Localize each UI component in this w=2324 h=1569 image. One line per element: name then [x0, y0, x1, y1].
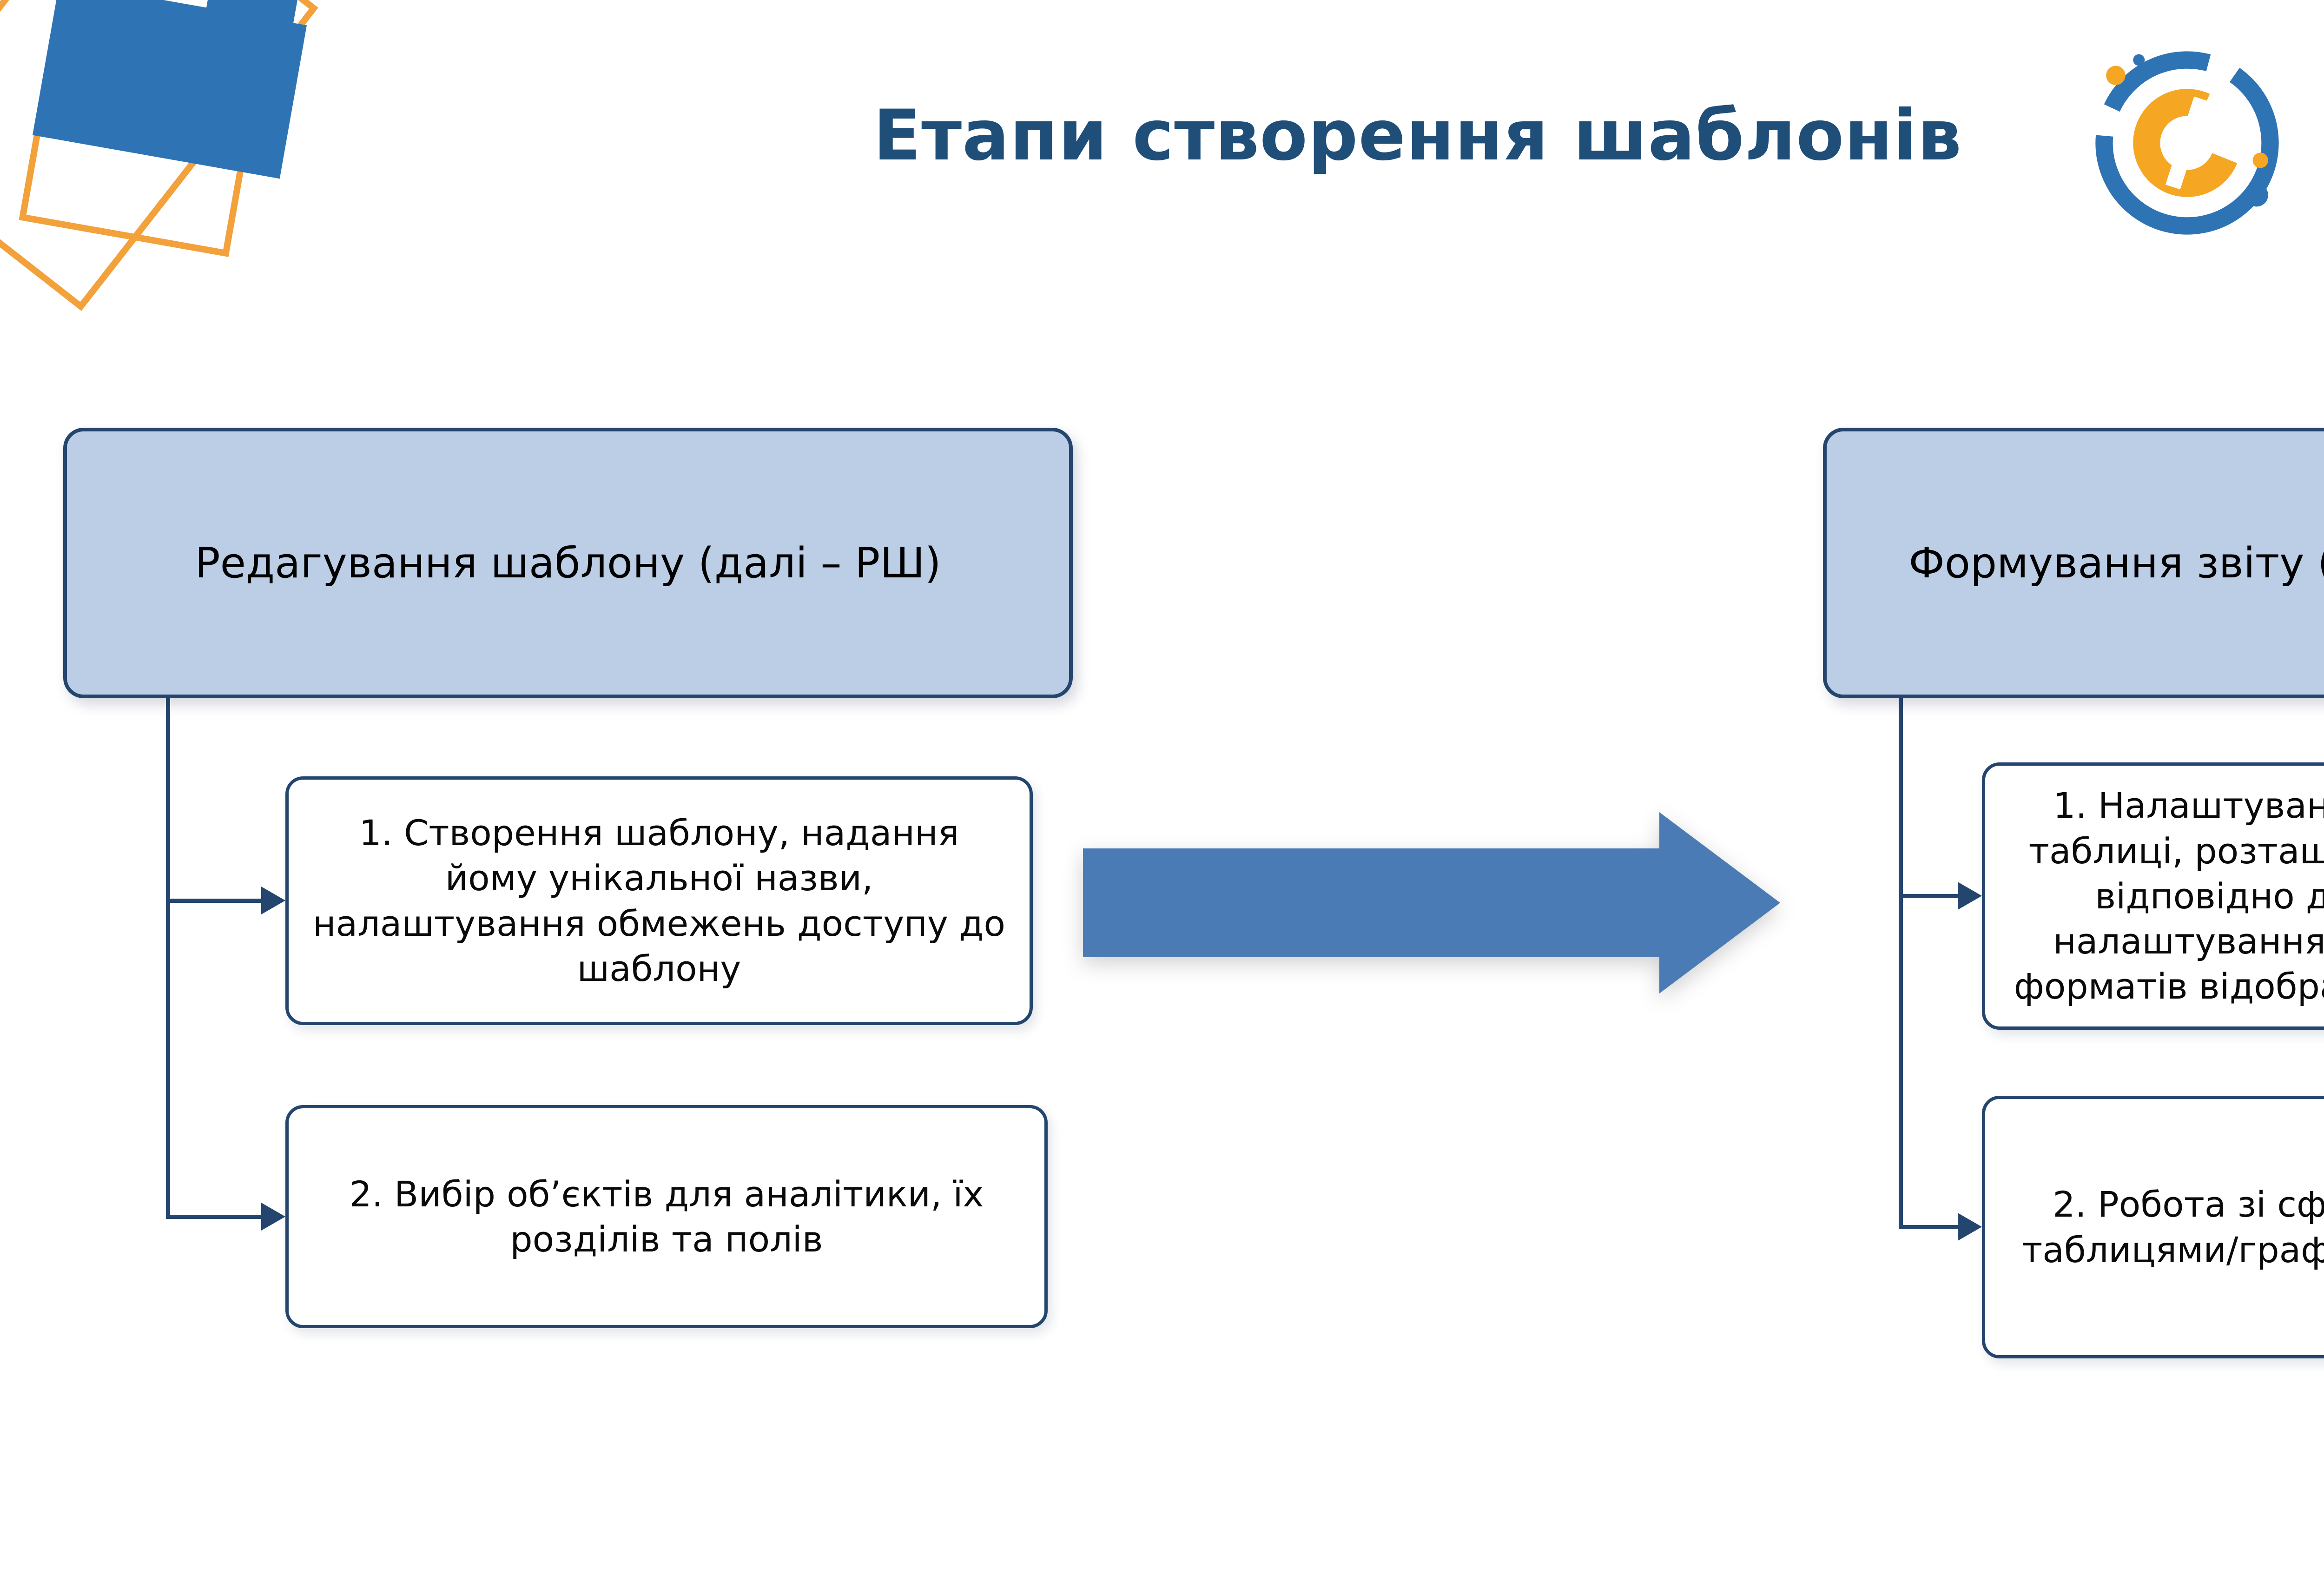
connector-right-arrowhead-2 [1958, 1213, 1982, 1241]
header-box-template-editing-label: Редагування шаблону (далі – РШ) [195, 538, 941, 588]
header-box-template-editing: Редагування шаблону (далі – РШ) [63, 428, 1073, 698]
connector-left-arrowhead-2 [261, 1203, 285, 1231]
header-box-report-forming-label: Формування звіту (далі – ФЗ) [1908, 538, 2324, 588]
phc-emblem-icon [2095, 51, 2279, 235]
step-box-right-1-text: 1. Налаштування зведеної таблиці, розташ… [2014, 785, 2324, 1007]
connector-right-arrowhead-1 [1958, 882, 1982, 910]
step-box-right-2: 2. Робота зі сформованими таблицями/граф… [1982, 1096, 2324, 1358]
connector-right-vertical-line [1899, 691, 1903, 1229]
step-box-right-2-text: 2. Робота зі сформованими таблицями/граф… [2021, 1184, 2324, 1271]
transition-right-arrow [1083, 812, 1780, 993]
slide-title: Етапи створення шаблонів [873, 95, 1962, 176]
connector-left-vertical-line [166, 691, 170, 1219]
connector-left-branch-2 [166, 1215, 266, 1219]
dots-starburst-icon [2322, 57, 2324, 226]
step-box-left-1: 1. Створення шаблону, надання йому уніка… [285, 776, 1033, 1025]
connector-left-arrowhead-1 [261, 887, 285, 914]
connector-right-branch-2 [1899, 1225, 1964, 1229]
decorative-corner-shapes [0, 0, 456, 363]
header-box-report-forming: Формування звіту (далі – ФЗ) [1823, 428, 2324, 698]
connector-right-branch-1 [1899, 894, 1964, 898]
step-box-right-1: 1. Налаштування зведеної таблиці, розташ… [1982, 762, 2324, 1030]
step-box-left-2: 2. Вибір об’єктів для аналітики, їх розд… [285, 1105, 1048, 1328]
step-box-left-1-text: 1. Створення шаблону, надання йому уніка… [312, 812, 1006, 989]
connector-left-branch-1 [166, 899, 266, 903]
step-box-left-2-text: 2. Вибір об’єктів для аналітики, їх розд… [349, 1173, 984, 1260]
